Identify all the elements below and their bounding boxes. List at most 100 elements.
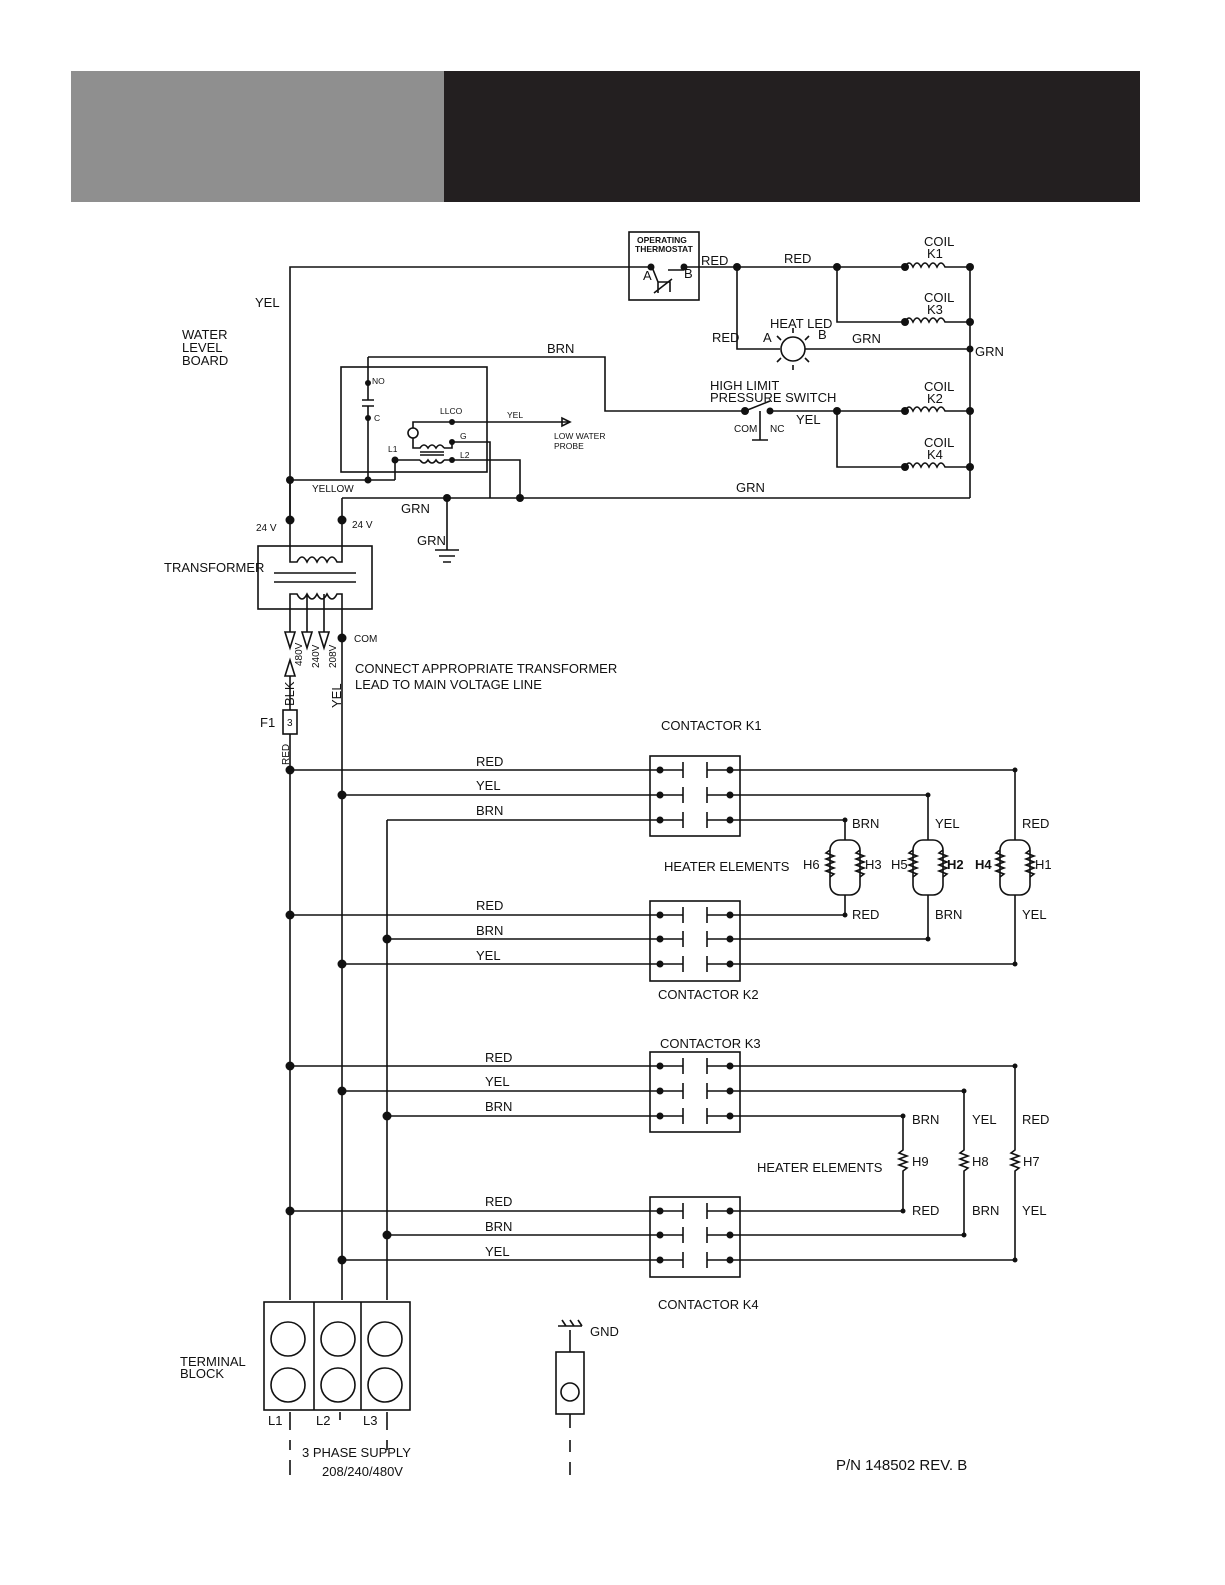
blk-label: BLK <box>282 681 297 706</box>
coil-k3-label-2: K3 <box>927 302 943 317</box>
contactor-k1-box <box>649 755 741 837</box>
yel-top-label: YEL <box>255 295 280 310</box>
terminal-l1: L1 <box>268 1413 282 1428</box>
k3-wire-brn: BRN <box>485 1099 512 1114</box>
water-level-label-3: BOARD <box>182 353 228 368</box>
k3-wire-yel: YEL <box>485 1074 510 1089</box>
he1-bot-red: RED <box>852 907 879 922</box>
he2-top-red: RED <box>1022 1112 1049 1127</box>
he2-top-brn: BRN <box>912 1112 939 1127</box>
high-limit-label-1: HIGH LIMIT <box>710 378 779 393</box>
h4-label: H4 <box>975 857 992 872</box>
contactor-k1-label: CONTACTOR K1 <box>661 718 762 733</box>
thermostat-a: A <box>643 268 652 283</box>
contact-pair <box>660 1252 730 1268</box>
header-dark-band <box>444 71 1140 202</box>
thermostat-label-2: THERMOSTAT <box>635 244 694 254</box>
contactor-k4-box <box>649 1196 741 1278</box>
k2-wire-brn: BRN <box>476 923 503 938</box>
he1-bot-yel: YEL <box>1022 907 1047 922</box>
gnd-label: GND <box>590 1324 619 1339</box>
contact-terminal <box>726 816 734 824</box>
thermostat-label-1: OPERATING <box>637 235 687 245</box>
heater-elements-label-1: HEATER ELEMENTS <box>664 859 790 874</box>
terminal-l2: L2 <box>316 1413 330 1428</box>
heat-led-label: HEAT LED <box>770 316 832 331</box>
h2-label: H2 <box>947 857 964 872</box>
h6-label: H6 <box>803 857 820 872</box>
coil-k4-label-2: K4 <box>927 447 943 462</box>
grn-right-label: GRN <box>975 344 1004 359</box>
transformer-box <box>257 545 373 610</box>
contact-terminal <box>726 911 734 919</box>
k3-wire-red: RED <box>485 1050 512 1065</box>
he1-top-red: RED <box>1022 816 1049 831</box>
h9-label: H9 <box>912 1154 929 1169</box>
contact-terminal <box>726 935 734 943</box>
contact-pair <box>660 762 730 778</box>
h1-label: H1 <box>1035 857 1052 872</box>
red-label-2: RED <box>784 251 811 266</box>
connect-note-2: LEAD TO MAIN VOLTAGE LINE <box>355 677 542 692</box>
brn-top-label: BRN <box>547 341 574 356</box>
yellow-label: YELLOW <box>312 484 354 495</box>
he1-bot-brn: BRN <box>935 907 962 922</box>
supply-label-2: 208/240/480V <box>322 1464 403 1479</box>
k1-wire-brn: BRN <box>476 803 503 818</box>
red-label-1: RED <box>701 253 728 268</box>
contact-terminal <box>656 935 664 943</box>
he1-top-yel: YEL <box>935 816 960 831</box>
tap-240: 240V <box>311 644 322 668</box>
wires <box>257 231 1037 1475</box>
com-label: COM <box>734 424 757 435</box>
he2-top-yel: YEL <box>972 1112 997 1127</box>
k1-wire-red: RED <box>476 754 503 769</box>
coil-k2-label-1: COIL <box>924 379 954 394</box>
terminal-block-label-1: TERMINAL <box>180 1354 246 1369</box>
h8-label: H8 <box>972 1154 989 1169</box>
contact-terminal <box>656 911 664 919</box>
thermostat-b: B <box>684 266 693 281</box>
wb-l1: L1 <box>388 444 398 454</box>
contact-pair <box>660 1083 730 1099</box>
coil-k1-label-2: K1 <box>927 246 943 261</box>
water-level-label-2: LEVEL <box>182 340 222 355</box>
contact-terminal <box>656 816 664 824</box>
contact-pair <box>660 1108 730 1124</box>
contact-terminal <box>656 791 664 799</box>
led-b: B <box>818 327 827 342</box>
coil-k3-label-1: COIL <box>924 290 954 305</box>
heater-elements-label-2: HEATER ELEMENTS <box>757 1160 883 1175</box>
terminal-block-box <box>263 1301 411 1411</box>
he2-bot-red: RED <box>912 1203 939 1218</box>
k2-wire-red: RED <box>476 898 503 913</box>
coil-k1-label-1: COIL <box>924 234 954 249</box>
operating-thermostat-box <box>628 231 700 301</box>
terminal-l3: L3 <box>363 1413 377 1428</box>
junction-dots <box>285 263 1018 1265</box>
terminal-block-label-2: BLOCK <box>180 1366 224 1381</box>
led-a: A <box>763 330 772 345</box>
tap-480: 480V <box>294 642 305 666</box>
supply-label-1: 3 PHASE SUPPLY <box>302 1445 411 1460</box>
tap-208: 208V <box>328 644 339 668</box>
contact-pair <box>660 907 730 923</box>
h5-label: H5 <box>891 857 908 872</box>
coil-k2-label-2: K2 <box>927 391 943 406</box>
contactor-k3-box <box>649 1051 741 1133</box>
part-number: P/N 148502 REV. B <box>836 1457 967 1474</box>
yel-switch-label: YEL <box>796 412 821 427</box>
transformer-label: TRANSFORMER <box>164 560 264 575</box>
contact-terminal <box>656 766 664 774</box>
k4-wire-red: RED <box>485 1194 512 1209</box>
tap-com: COM <box>354 634 377 645</box>
low-water-label-2: PROBE <box>554 441 584 451</box>
grn-label-b: GRN <box>417 533 446 548</box>
contactor-k2-box <box>649 900 741 982</box>
contact-pair <box>660 787 730 803</box>
contact-pair <box>660 1058 730 1074</box>
contact-pair <box>660 1227 730 1243</box>
wb-yel: YEL <box>507 410 523 420</box>
water-level-board-box <box>340 366 488 473</box>
